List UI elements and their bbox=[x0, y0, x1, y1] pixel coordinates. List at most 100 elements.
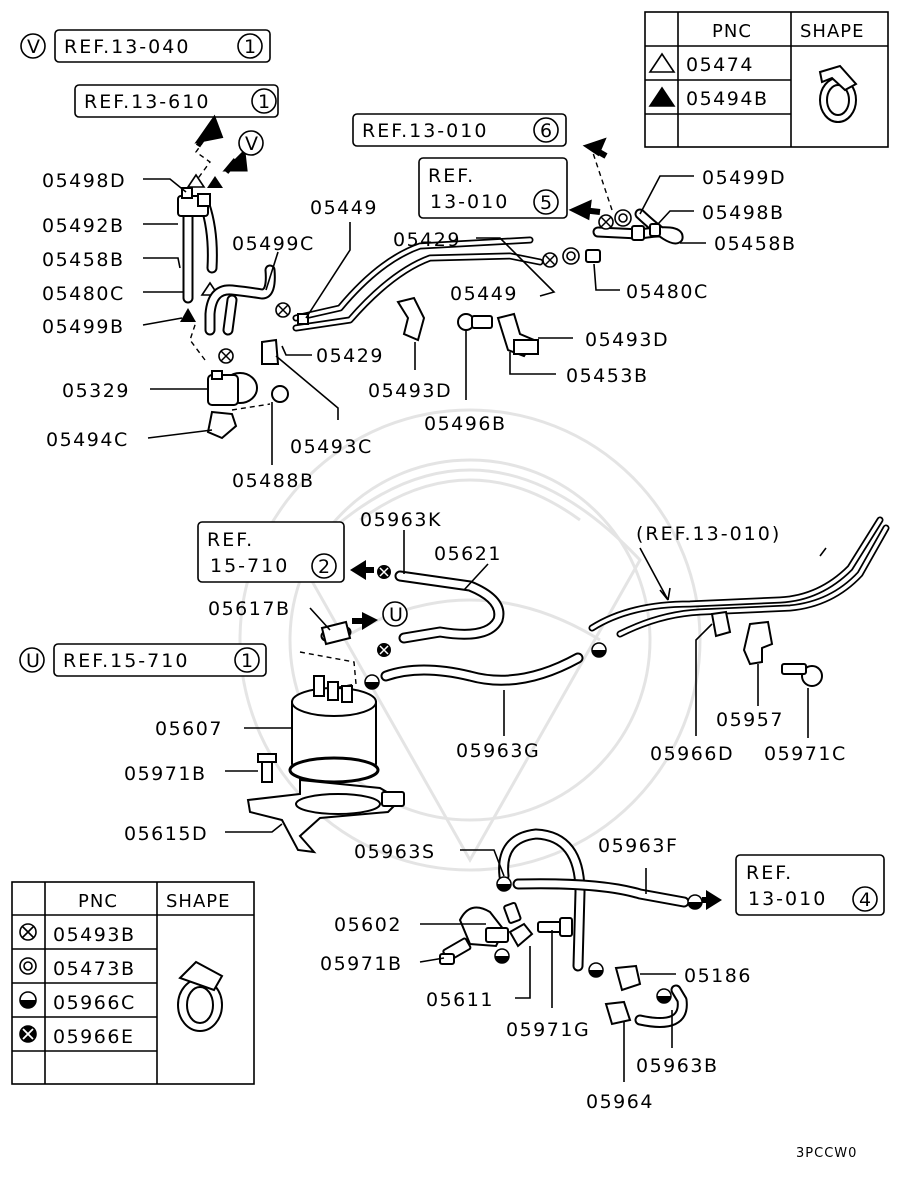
half-filled-circle-icon bbox=[656, 988, 672, 1004]
ref-label-13-010-pipe: (REF.13-010) bbox=[636, 523, 781, 545]
svg-text:6: 6 bbox=[540, 120, 554, 142]
label-05493C: 05493C bbox=[290, 436, 373, 458]
label-05615D: 05615D bbox=[124, 823, 208, 845]
u-marker-circle bbox=[382, 601, 408, 627]
double-circle-icon bbox=[562, 247, 580, 265]
crossed-circle-icon bbox=[19, 923, 37, 941]
charcoal-canister-05607 bbox=[288, 675, 380, 784]
label-05963F: 05963F bbox=[598, 835, 678, 857]
ref-u-marker: U bbox=[19, 647, 45, 673]
legend-table-bottom: PNC SHAPE 05493B 05473B 05966C 05966E bbox=[11, 881, 255, 1085]
label-05966D: 05966D bbox=[650, 743, 734, 765]
solenoid-valve-05329 bbox=[207, 370, 258, 406]
half-filled-circle-icon bbox=[494, 948, 510, 964]
clip-05493C bbox=[261, 338, 280, 365]
double-circle-icon bbox=[614, 209, 632, 227]
diagram-code: 3PCCW0 bbox=[796, 1146, 857, 1161]
bolt-05971G bbox=[537, 917, 573, 937]
bolt-05971C bbox=[781, 663, 823, 687]
label-05499B: 05499B bbox=[42, 316, 124, 338]
bolt-05971B-bottom bbox=[439, 937, 472, 965]
open-triangle-icon bbox=[648, 52, 676, 73]
label-05971B-top: 05971B bbox=[124, 763, 206, 785]
svg-text:REF.13-010: REF.13-010 bbox=[362, 120, 488, 142]
svg-text:REF.: REF. bbox=[207, 529, 254, 551]
half-filled-circle-icon bbox=[588, 962, 604, 978]
part-labels: 05498D 05492B 05458B 05480C 05499B 05499… bbox=[42, 167, 857, 1161]
clip-05493D bbox=[396, 296, 426, 342]
watermark-emblem bbox=[238, 408, 702, 872]
cross-filled-circle-icon bbox=[377, 643, 391, 657]
label-05963S: 05963S bbox=[354, 841, 436, 863]
half-filled-circle-icon bbox=[496, 876, 512, 892]
ref-box-13-010-5: REF. 13-010 5 bbox=[418, 157, 568, 219]
label-05449-top: 05449 bbox=[310, 197, 378, 219]
label-05963G: 05963G bbox=[456, 740, 540, 762]
svg-text:1: 1 bbox=[258, 91, 272, 113]
label-05971G: 05971G bbox=[506, 1019, 590, 1041]
svg-text:U: U bbox=[389, 604, 404, 626]
cross-filled-circle-icon bbox=[19, 1025, 37, 1043]
fitting-05964 bbox=[604, 1000, 632, 1026]
label-05499D: 05499D bbox=[702, 167, 786, 189]
label-05429-top: 05429 bbox=[393, 229, 461, 251]
legend-top-pnc-header: PNC bbox=[712, 21, 752, 42]
arrow-up-icon bbox=[194, 114, 224, 148]
filled-triangle-icon bbox=[648, 86, 676, 107]
label-05458B-left: 05458B bbox=[42, 249, 124, 271]
svg-text:13-010: 13-010 bbox=[430, 191, 509, 213]
label-05480C-left: 05480C bbox=[42, 283, 125, 305]
double-circle-icon bbox=[19, 957, 37, 975]
legend-bottom-pnc-header: PNC bbox=[78, 891, 118, 912]
svg-text:1: 1 bbox=[241, 650, 255, 672]
label-05496B: 05496B bbox=[424, 413, 506, 435]
v-marker-circle bbox=[238, 130, 264, 156]
label-05607: 05607 bbox=[155, 718, 223, 740]
bolt-05971B-top bbox=[257, 753, 277, 783]
ref-v-marker: V bbox=[20, 33, 46, 59]
label-05957: 05957 bbox=[716, 709, 784, 731]
crossed-circle-icon bbox=[598, 214, 614, 230]
clip-05966D bbox=[710, 610, 732, 638]
ref-box-15-710-2: REF. 15-710 2 bbox=[197, 521, 345, 583]
label-05429-bottom: 05429 bbox=[316, 345, 384, 367]
ref-box-13-010-6: REF.13-010 6 bbox=[352, 113, 567, 147]
legend-table-top: PNC SHAPE 05474 05494B bbox=[644, 11, 889, 148]
svg-text:U: U bbox=[26, 650, 41, 672]
ref-box-13-610: REF.13-610 1 bbox=[74, 84, 279, 118]
ref-box-15-710-1: REF.15-710 1 bbox=[53, 643, 267, 677]
label-05488B: 05488B bbox=[232, 470, 314, 492]
legend-top-pnc-1: 05474 bbox=[686, 54, 754, 76]
label-05498B: 05498B bbox=[702, 202, 784, 224]
sleeve-05617B bbox=[320, 620, 352, 646]
legend-bottom-pnc-2: 05473B bbox=[53, 958, 135, 980]
bolt-05496B bbox=[457, 313, 493, 331]
svg-text:V: V bbox=[27, 36, 42, 58]
label-05964: 05964 bbox=[586, 1091, 654, 1113]
legend-bottom-pnc-3: 05966C bbox=[53, 992, 136, 1014]
bracket-05957 bbox=[742, 620, 774, 666]
legend-bottom-pnc-4: 05966E bbox=[53, 1026, 134, 1048]
label-05493D-right: 05493D bbox=[585, 329, 669, 351]
label-05494C: 05494C bbox=[46, 429, 129, 451]
half-filled-circle-icon bbox=[687, 894, 703, 910]
svg-text:V: V bbox=[245, 133, 260, 155]
cross-filled-circle-icon bbox=[377, 565, 391, 579]
ref-box-13-040: REF.13-040 1 bbox=[54, 29, 271, 63]
legend-top-shape-header: SHAPE bbox=[800, 21, 865, 42]
label-05971C: 05971C bbox=[764, 743, 847, 765]
legend-top-pnc-2: 05494B bbox=[686, 88, 768, 110]
legend-bottom-shape-header: SHAPE bbox=[166, 891, 231, 912]
label-05498D: 05498D bbox=[42, 170, 126, 192]
canister-assembly: U bbox=[225, 516, 890, 910]
label-05186: 05186 bbox=[684, 965, 752, 987]
half-filled-circle-icon bbox=[591, 642, 607, 658]
label-05499C: 05499C bbox=[232, 233, 315, 255]
label-05458B-right: 05458B bbox=[714, 233, 796, 255]
crossed-circle-icon bbox=[218, 348, 234, 364]
label-05492B: 05492B bbox=[42, 215, 124, 237]
svg-text:REF.13-610: REF.13-610 bbox=[84, 91, 210, 113]
ref-box-13-010-4: REF. 13-010 4 bbox=[735, 854, 885, 916]
label-05480C-right: 05480C bbox=[626, 281, 709, 303]
